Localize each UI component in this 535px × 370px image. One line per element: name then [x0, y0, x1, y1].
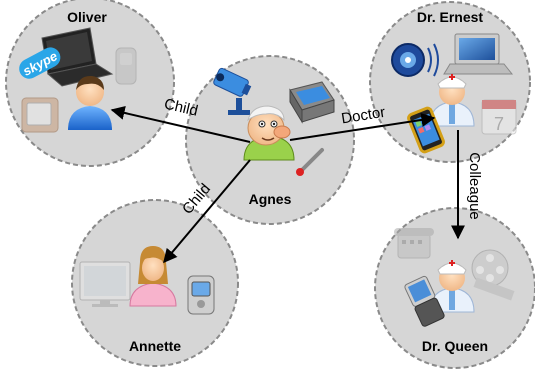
- smartphone-icon: [407, 106, 445, 154]
- tv-icon: [21, 97, 59, 133]
- webcam-speaker-icon: [391, 43, 439, 77]
- flip-phone-icon: [187, 275, 215, 315]
- desk-phone-icon: [394, 228, 434, 259]
- mobile-phone-icon: [115, 47, 137, 85]
- arrow-agnes-ernest: [289, 112, 436, 141]
- elderly-man-icon: [243, 105, 295, 161]
- label-agnes-ernest: Doctor: [340, 104, 386, 128]
- tv-monitor-icon: [79, 261, 131, 307]
- flip-phone-icon: [404, 275, 445, 327]
- name-oliver: Oliver: [67, 9, 107, 25]
- nurse-icon: [429, 260, 475, 313]
- name-agnes: Agnes: [249, 191, 292, 207]
- svg-text:7: 7: [494, 114, 504, 134]
- edge-ernest-queen: Colleague: [451, 130, 483, 240]
- film-reel-icon: [471, 249, 515, 301]
- label-ernest-queen: Colleague: [466, 152, 483, 220]
- security-camera-icon: [213, 67, 252, 115]
- person-icon: [68, 75, 112, 130]
- name-annette: Annette: [129, 338, 181, 354]
- label-agnes-oliver: Child: [162, 95, 199, 119]
- woman-icon: [129, 246, 177, 307]
- name-ernest: Dr. Ernest: [417, 9, 483, 25]
- nurse-icon: [429, 74, 475, 127]
- arrow-agnes-annette: [163, 159, 251, 264]
- calendar-icon: 7: [481, 99, 517, 135]
- thermometer-icon: [296, 148, 324, 176]
- edge-agnes-ernest: Doctor: [289, 104, 436, 141]
- name-queen: Dr. Queen: [422, 338, 488, 354]
- medical-case-icon: [289, 81, 335, 124]
- laptop-icon: [443, 33, 514, 75]
- arrow-agnes-oliver: [110, 106, 251, 143]
